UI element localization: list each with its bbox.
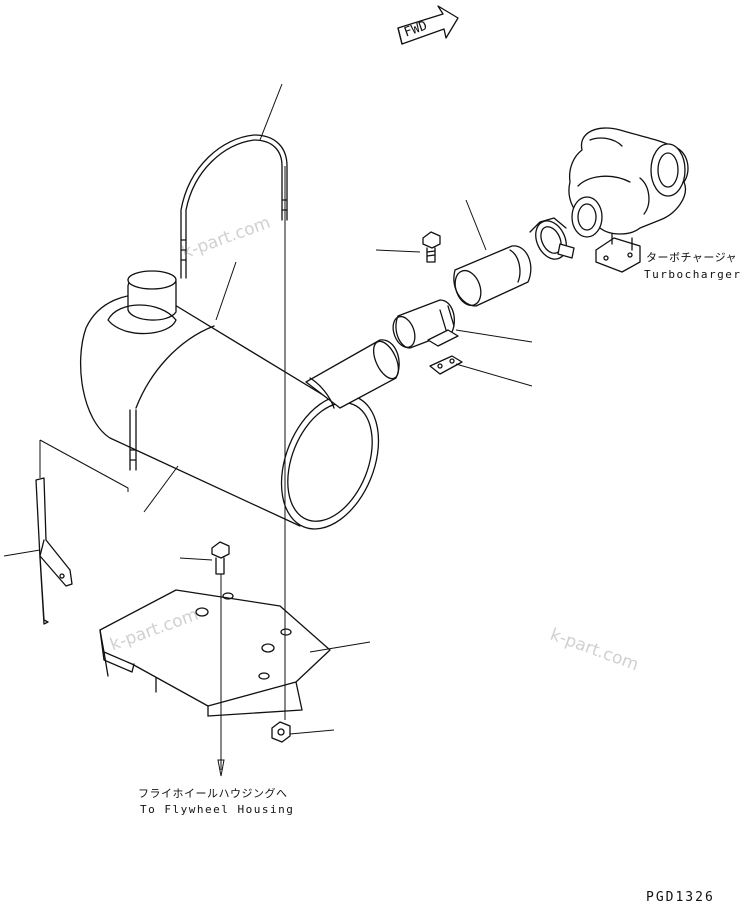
turbocharger-label-jp: ターボチャージャ (646, 251, 738, 264)
leader-lines (3, 83, 533, 777)
u-bolt-straps (129, 134, 288, 471)
bolt-lower (211, 541, 230, 575)
muffler (80, 270, 400, 530)
flywheel-label-jp: フライホイールハウジングへ (138, 787, 288, 800)
turbocharger (568, 127, 689, 273)
mount-plate (99, 589, 331, 717)
clamp (529, 217, 575, 260)
nut (271, 721, 291, 743)
bracket-plate (429, 355, 463, 375)
connector-tube (453, 245, 532, 307)
drawing-number: PGD1326 (646, 890, 715, 905)
band-clamp (392, 299, 459, 349)
flywheel-label-en: To Flywheel Housing (140, 803, 295, 816)
turbocharger-label-en: Turbocharger (644, 268, 742, 281)
bolt-upper (422, 231, 441, 263)
side-bracket (35, 477, 73, 625)
fwd-arrow (397, 5, 459, 45)
